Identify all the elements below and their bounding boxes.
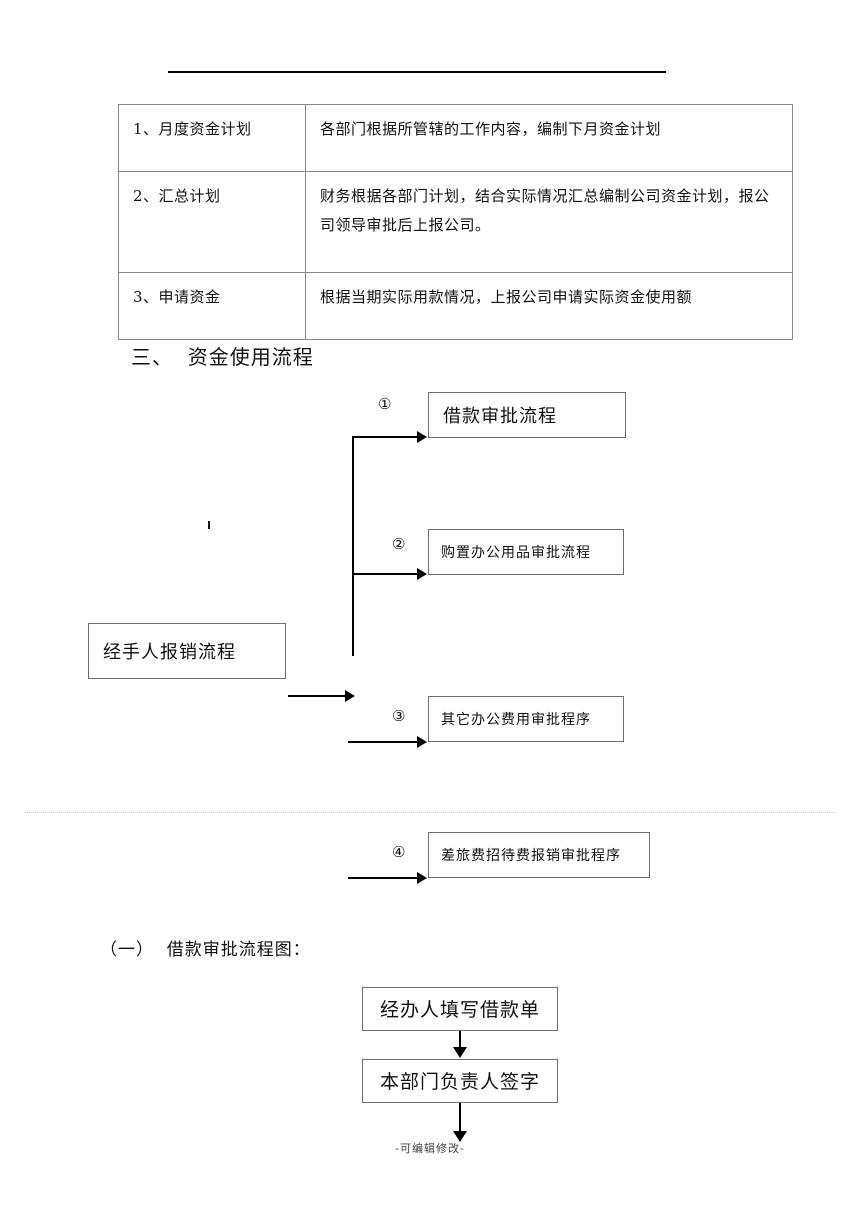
connector-branch-3 [348, 741, 418, 743]
subsection-heading: （一） 借款审批流程图： [100, 940, 311, 960]
table-cell-description: 财务根据各部门计划，结合实际情况汇总编制公司资金计划，报公司领导审批后上报公司。 [305, 171, 793, 273]
dotted-separator [24, 812, 836, 813]
table-cell-label: 3、申请资金 [118, 272, 306, 340]
fund-plan-table: 1、月度资金计划 各部门根据所管辖的工作内容，编制下月资金计划 2、汇总计划 财… [118, 104, 793, 340]
flow-box-loan-approval: 借款审批流程 [428, 392, 626, 438]
table-row: 1、月度资金计划 各部门根据所管辖的工作内容，编制下月资金计划 [118, 104, 793, 172]
connector-branch-4 [348, 877, 418, 879]
branch-marker-1: ① [378, 395, 392, 413]
connector-branch-1 [352, 436, 418, 438]
loan-step-box-2: 本部门负责人签字 [362, 1059, 558, 1103]
flow-box-origin: 经手人报销流程 [88, 623, 286, 679]
table-cell-description: 各部门根据所管辖的工作内容，编制下月资金计划 [305, 104, 793, 172]
arrow-right-icon [417, 431, 427, 443]
arrow-down-icon [453, 1047, 467, 1058]
section-heading: 三、 资金使用流程 [131, 345, 314, 369]
table-cell-label: 2、汇总计划 [118, 171, 306, 273]
branch-marker-3: ③ [392, 707, 406, 725]
arrow-down-icon [453, 1131, 467, 1142]
branch-marker-2: ② [392, 535, 406, 553]
table-row: 2、汇总计划 财务根据各部门计划，结合实际情况汇总编制公司资金计划，报公司领导审… [118, 171, 793, 273]
connector-stray-horizontal [288, 695, 346, 697]
arrow-right-icon [417, 736, 427, 748]
connector-branch-2 [352, 573, 418, 575]
table-cell-description: 根据当期实际用款情况，上报公司申请实际资金使用额 [305, 272, 793, 340]
top-horizontal-rule [168, 71, 666, 73]
flow-box-travel-entertainment-approval: 差旅费招待费报销审批程序 [428, 832, 650, 878]
footer-note: -可编辑修改- [395, 1142, 465, 1155]
flow-box-other-office-expense-approval: 其它办公费用审批程序 [428, 696, 624, 742]
table-cell-label: 1、月度资金计划 [118, 104, 306, 172]
arrow-right-icon [417, 568, 427, 580]
arrow-right-icon [345, 690, 355, 702]
branch-marker-4: ④ [392, 843, 406, 861]
connector-trunk-vertical [352, 436, 354, 656]
flow-box-office-supply-approval: 购置办公用品审批流程 [428, 529, 624, 575]
arrow-right-icon [417, 872, 427, 884]
connector-step-2-continue [459, 1103, 461, 1133]
connector-step-1-to-2 [459, 1031, 461, 1049]
table-row: 3、申请资金 根据当期实际用款情况，上报公司申请实际资金使用额 [118, 272, 793, 340]
stray-tick-mark [208, 521, 210, 529]
loan-step-box-1: 经办人填写借款单 [362, 987, 558, 1031]
